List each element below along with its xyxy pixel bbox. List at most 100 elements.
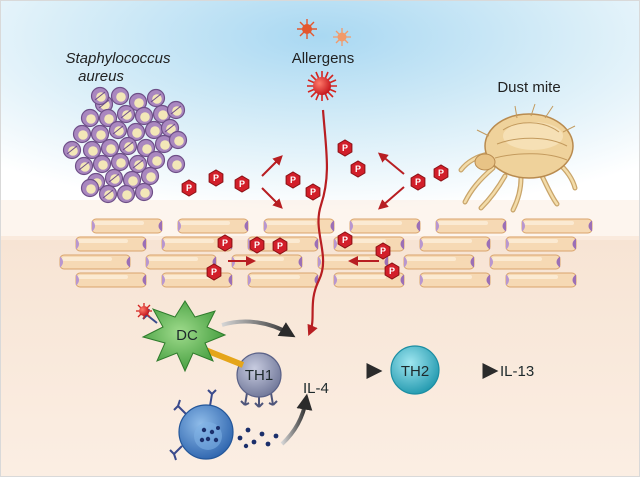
allergens-label: Allergens	[292, 50, 355, 67]
bacteria-label-line2: aureus	[78, 68, 124, 85]
protease-icon: P	[249, 236, 265, 254]
protease-icon: P	[337, 139, 353, 157]
epithelial-cell	[161, 236, 233, 252]
arrow-icon	[377, 152, 405, 175]
bacterium-icon	[98, 184, 118, 204]
bacterium-icon	[82, 140, 102, 160]
epithelial-cell	[75, 236, 147, 252]
epithelial-cell	[419, 236, 491, 252]
epithelial-cell	[177, 218, 249, 234]
protease-icon: P	[337, 231, 353, 249]
bacterium-icon	[108, 120, 128, 140]
epithelial-cell	[145, 254, 217, 270]
allergen-particle-icon	[297, 19, 317, 39]
epithelial-cell	[489, 254, 561, 270]
protease-icon: P	[208, 169, 224, 187]
epithelial-layer	[59, 218, 593, 288]
protease-icon: P	[181, 179, 197, 197]
epithelial-cell	[75, 272, 147, 288]
th2-label: TH2	[401, 363, 429, 380]
bacterium-icon	[74, 156, 94, 176]
bacterium-icon	[72, 124, 92, 144]
epithelial-cell	[403, 254, 475, 270]
epithelial-cell	[59, 254, 131, 270]
bacterium-icon	[90, 124, 110, 144]
protease-label: P	[438, 168, 444, 178]
bacterium-icon	[62, 140, 82, 160]
bacterium-icon	[126, 122, 146, 142]
protease-icon: P	[206, 263, 222, 281]
protease-label: P	[310, 187, 316, 197]
th2-cell-icon	[390, 345, 440, 395]
protease-label: P	[355, 164, 361, 174]
protease-dispersal-arrows	[228, 152, 405, 266]
protease-icon: P	[410, 173, 426, 191]
bacterium-icon	[116, 104, 136, 124]
protease-label: P	[254, 240, 260, 250]
bacterium-icon	[166, 154, 186, 174]
il13-label: IL-13	[500, 363, 534, 380]
th1-label: TH1	[245, 367, 273, 384]
protease-icon: P	[350, 160, 366, 178]
bacterium-icon	[134, 106, 154, 126]
epithelial-cell	[349, 218, 421, 234]
bacterium-icon	[92, 154, 112, 174]
epithelial-cell	[505, 236, 577, 252]
protease-icon: P	[234, 175, 250, 193]
bacterium-icon	[98, 108, 118, 128]
il4-label: IL-4	[303, 380, 329, 397]
protease-label: P	[277, 241, 283, 251]
bacterium-icon	[100, 138, 120, 158]
epithelial-cell	[505, 272, 577, 288]
protease-label: P	[290, 175, 296, 185]
protease-icon: P	[433, 164, 449, 182]
epithelial-cell	[263, 218, 335, 234]
t-cell-icon	[236, 352, 282, 408]
bacterium-icon	[116, 184, 136, 204]
protease-label: P	[239, 179, 245, 189]
dendritic-cell-icon	[136, 300, 245, 373]
protease-label: P	[342, 143, 348, 153]
dc-to-th-arrow	[221, 319, 296, 338]
bacterium-icon	[110, 152, 130, 172]
bacterium-icon	[154, 134, 174, 154]
bacterium-icon	[118, 136, 138, 156]
protease-label: P	[415, 177, 421, 187]
dust-mite-label: Dust mite	[497, 79, 560, 96]
bacteria-cluster-icon	[62, 86, 188, 204]
protease-icon: P	[285, 171, 301, 189]
epithelial-cell	[161, 272, 233, 288]
b-cell-icon	[169, 389, 279, 461]
protease-label: P	[380, 246, 386, 256]
bacterium-icon	[90, 86, 110, 106]
protease-label: P	[342, 235, 348, 245]
allergen-particle-icon	[333, 28, 351, 46]
bacterium-icon	[136, 138, 156, 158]
bacterium-icon	[104, 168, 124, 188]
dc-label: DC	[176, 327, 198, 344]
arrow-icon	[377, 186, 405, 210]
bcell-to-il4-arrow	[280, 393, 313, 446]
bacterium-icon	[146, 88, 166, 108]
bacterium-icon	[166, 100, 186, 120]
bacterium-icon	[144, 120, 164, 140]
epithelial-cell	[521, 218, 593, 234]
epithelial-cell	[435, 218, 507, 234]
protease-icon: P	[375, 242, 391, 260]
protease-label: P	[222, 238, 228, 248]
bacterium-icon	[110, 86, 130, 106]
epithelial-cell	[91, 218, 163, 234]
bacterium-icon	[140, 166, 160, 186]
bacterium-icon	[168, 130, 188, 150]
bacterium-icon	[146, 150, 166, 170]
epithelial-cell	[333, 272, 405, 288]
dermis-background	[1, 236, 639, 476]
dust-mite-icon	[458, 103, 578, 213]
bacteria-label-line1: Staphylococcus	[65, 50, 171, 67]
protease-label: P	[211, 267, 217, 277]
bacterium-icon	[80, 178, 100, 198]
arrow-icon	[261, 187, 283, 209]
